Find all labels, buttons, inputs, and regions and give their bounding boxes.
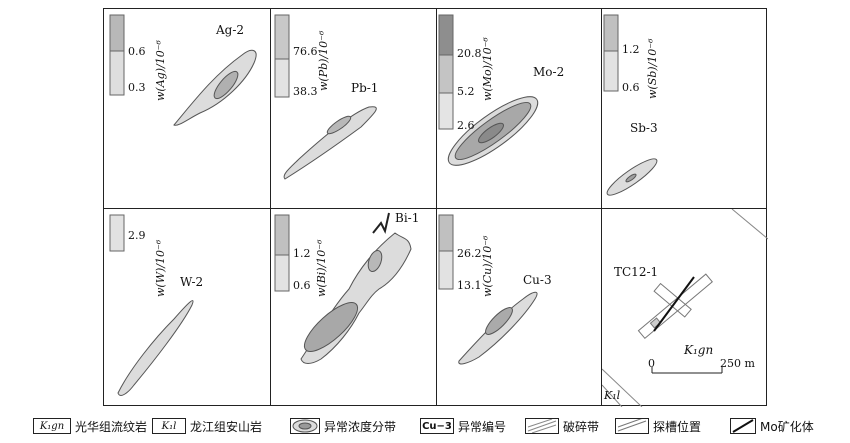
panel-sb: 1.2 0.6 w(Sb)/10⁻⁶ Sb-3	[601, 8, 767, 209]
legend-gn: K₁gn 光华组流纹岩	[33, 416, 147, 436]
panel-w: 2.9 w(W)/10⁻⁶ W-2	[103, 208, 271, 406]
ag-scale-1: 0.3	[128, 81, 146, 94]
legend-concentration-symbol	[290, 418, 320, 434]
cu-axis-title: w(Cu)/10⁻⁶	[481, 235, 494, 297]
panel-geology: TC12-1 K₁gn K₁l 0 250 m	[601, 208, 768, 407]
legend-mo: Mo矿化体	[730, 416, 814, 436]
bi-anomaly-map	[274, 212, 412, 364]
sb-scale-0: 1.2	[622, 43, 640, 56]
legend-gn-label: 光华组流纹岩	[75, 419, 148, 434]
ag-anomaly-code: Ag-2	[216, 23, 245, 37]
mo-anomaly-code: Mo-2	[533, 65, 565, 79]
w-axis-title: w(W)/10⁻⁶	[154, 239, 167, 297]
unit-l-label: K₁l	[604, 389, 621, 402]
pb-scale-1: 38.3	[293, 85, 318, 98]
sb-anomaly-map	[603, 14, 658, 196]
trench-label: TC12-1	[614, 265, 659, 279]
geology-map	[602, 209, 768, 407]
cu-scale-0: 26.2	[457, 247, 482, 260]
sb-axis-title: w(Sb)/10⁻⁶	[646, 38, 659, 100]
legend-fracture-symbol	[525, 418, 559, 434]
cu-scale-1: 13.1	[457, 279, 482, 292]
legend-mo-symbol	[730, 418, 756, 434]
cu-anomaly-map	[438, 214, 538, 365]
sb-anomaly-code: Sb-3	[630, 121, 658, 135]
pb-scale-0: 76.6	[293, 45, 318, 58]
ag-anomaly-map	[109, 14, 257, 126]
scale-zero-label: 0	[648, 357, 655, 370]
w-anomaly-map	[109, 214, 194, 396]
legend-concentration-label: 异常浓度分带	[324, 419, 397, 434]
pb-anomaly-code: Pb-1	[351, 81, 379, 95]
legend-l-symbol: K₁l	[152, 418, 186, 434]
legend-code-label: 异常编号	[458, 419, 507, 434]
legend-trench-symbol	[615, 418, 649, 434]
w-anomaly-code: W-2	[180, 275, 204, 289]
legend-concentration: 异常浓度分带	[290, 416, 396, 436]
bi-scale-0: 1.2	[293, 247, 311, 260]
panel-cu: 26.2 13.1 w(Cu)/10⁻⁶ Cu-3	[436, 208, 602, 406]
mo-scale-2: 2.6	[457, 119, 475, 132]
sb-scale-1: 0.6	[622, 81, 640, 94]
legend-gn-symbol: K₁gn	[33, 418, 71, 434]
legend-trench-label: 探槽位置	[653, 419, 702, 434]
pb-anomaly-map	[274, 14, 377, 180]
legend-code-symbol: Cu−3	[420, 418, 454, 434]
bi-scale-1: 0.6	[293, 279, 311, 292]
mo-anomaly-map	[438, 14, 539, 166]
panel-pb: 76.6 38.3 w(Pb)/10⁻⁶ Pb-1	[270, 8, 437, 209]
legend-l-label: 龙江组安山岩	[190, 419, 263, 434]
mo-scale-1: 5.2	[457, 85, 475, 98]
legend-fracture: 破碎带	[525, 416, 599, 436]
ag-scale-0: 0.6	[128, 45, 146, 58]
legend: K₁gn 光华组流纹岩 K₁l 龙江组安山岩 异常浓度分带 Cu−3 异常编号 …	[0, 412, 850, 440]
panel-mo: 20.8 5.2 2.6 w(Mo)/10⁻⁶ Mo-2	[436, 8, 602, 209]
unit-gn-label: K₁gn	[684, 343, 714, 357]
cu-anomaly-code: Cu-3	[523, 273, 552, 287]
panel-ag: 0.6 0.3 w(Ag)/10⁻⁶ Ag-2	[103, 8, 271, 209]
w-scale-0: 2.9	[128, 229, 146, 242]
legend-l: K₁l 龙江组安山岩	[152, 416, 262, 436]
panel-bi: 1.2 0.6 w(Bi)/10⁻⁶ Bi-1	[270, 208, 437, 406]
bi-anomaly-code: Bi-1	[395, 211, 420, 225]
pb-axis-title: w(Pb)/10⁻⁶	[317, 30, 330, 91]
mo-axis-title: w(Mo)/10⁻⁶	[481, 37, 494, 101]
legend-mo-label: Mo矿化体	[760, 419, 814, 434]
mo-scale-0: 20.8	[457, 47, 482, 60]
scale-end-label: 250 m	[720, 357, 755, 370]
ag-axis-title: w(Ag)/10⁻⁶	[154, 40, 167, 101]
legend-trench: 探槽位置	[615, 416, 701, 436]
bi-axis-title: w(Bi)/10⁻⁶	[315, 239, 328, 297]
legend-code: Cu−3 异常编号	[420, 416, 506, 436]
legend-fracture-label: 破碎带	[563, 419, 600, 434]
